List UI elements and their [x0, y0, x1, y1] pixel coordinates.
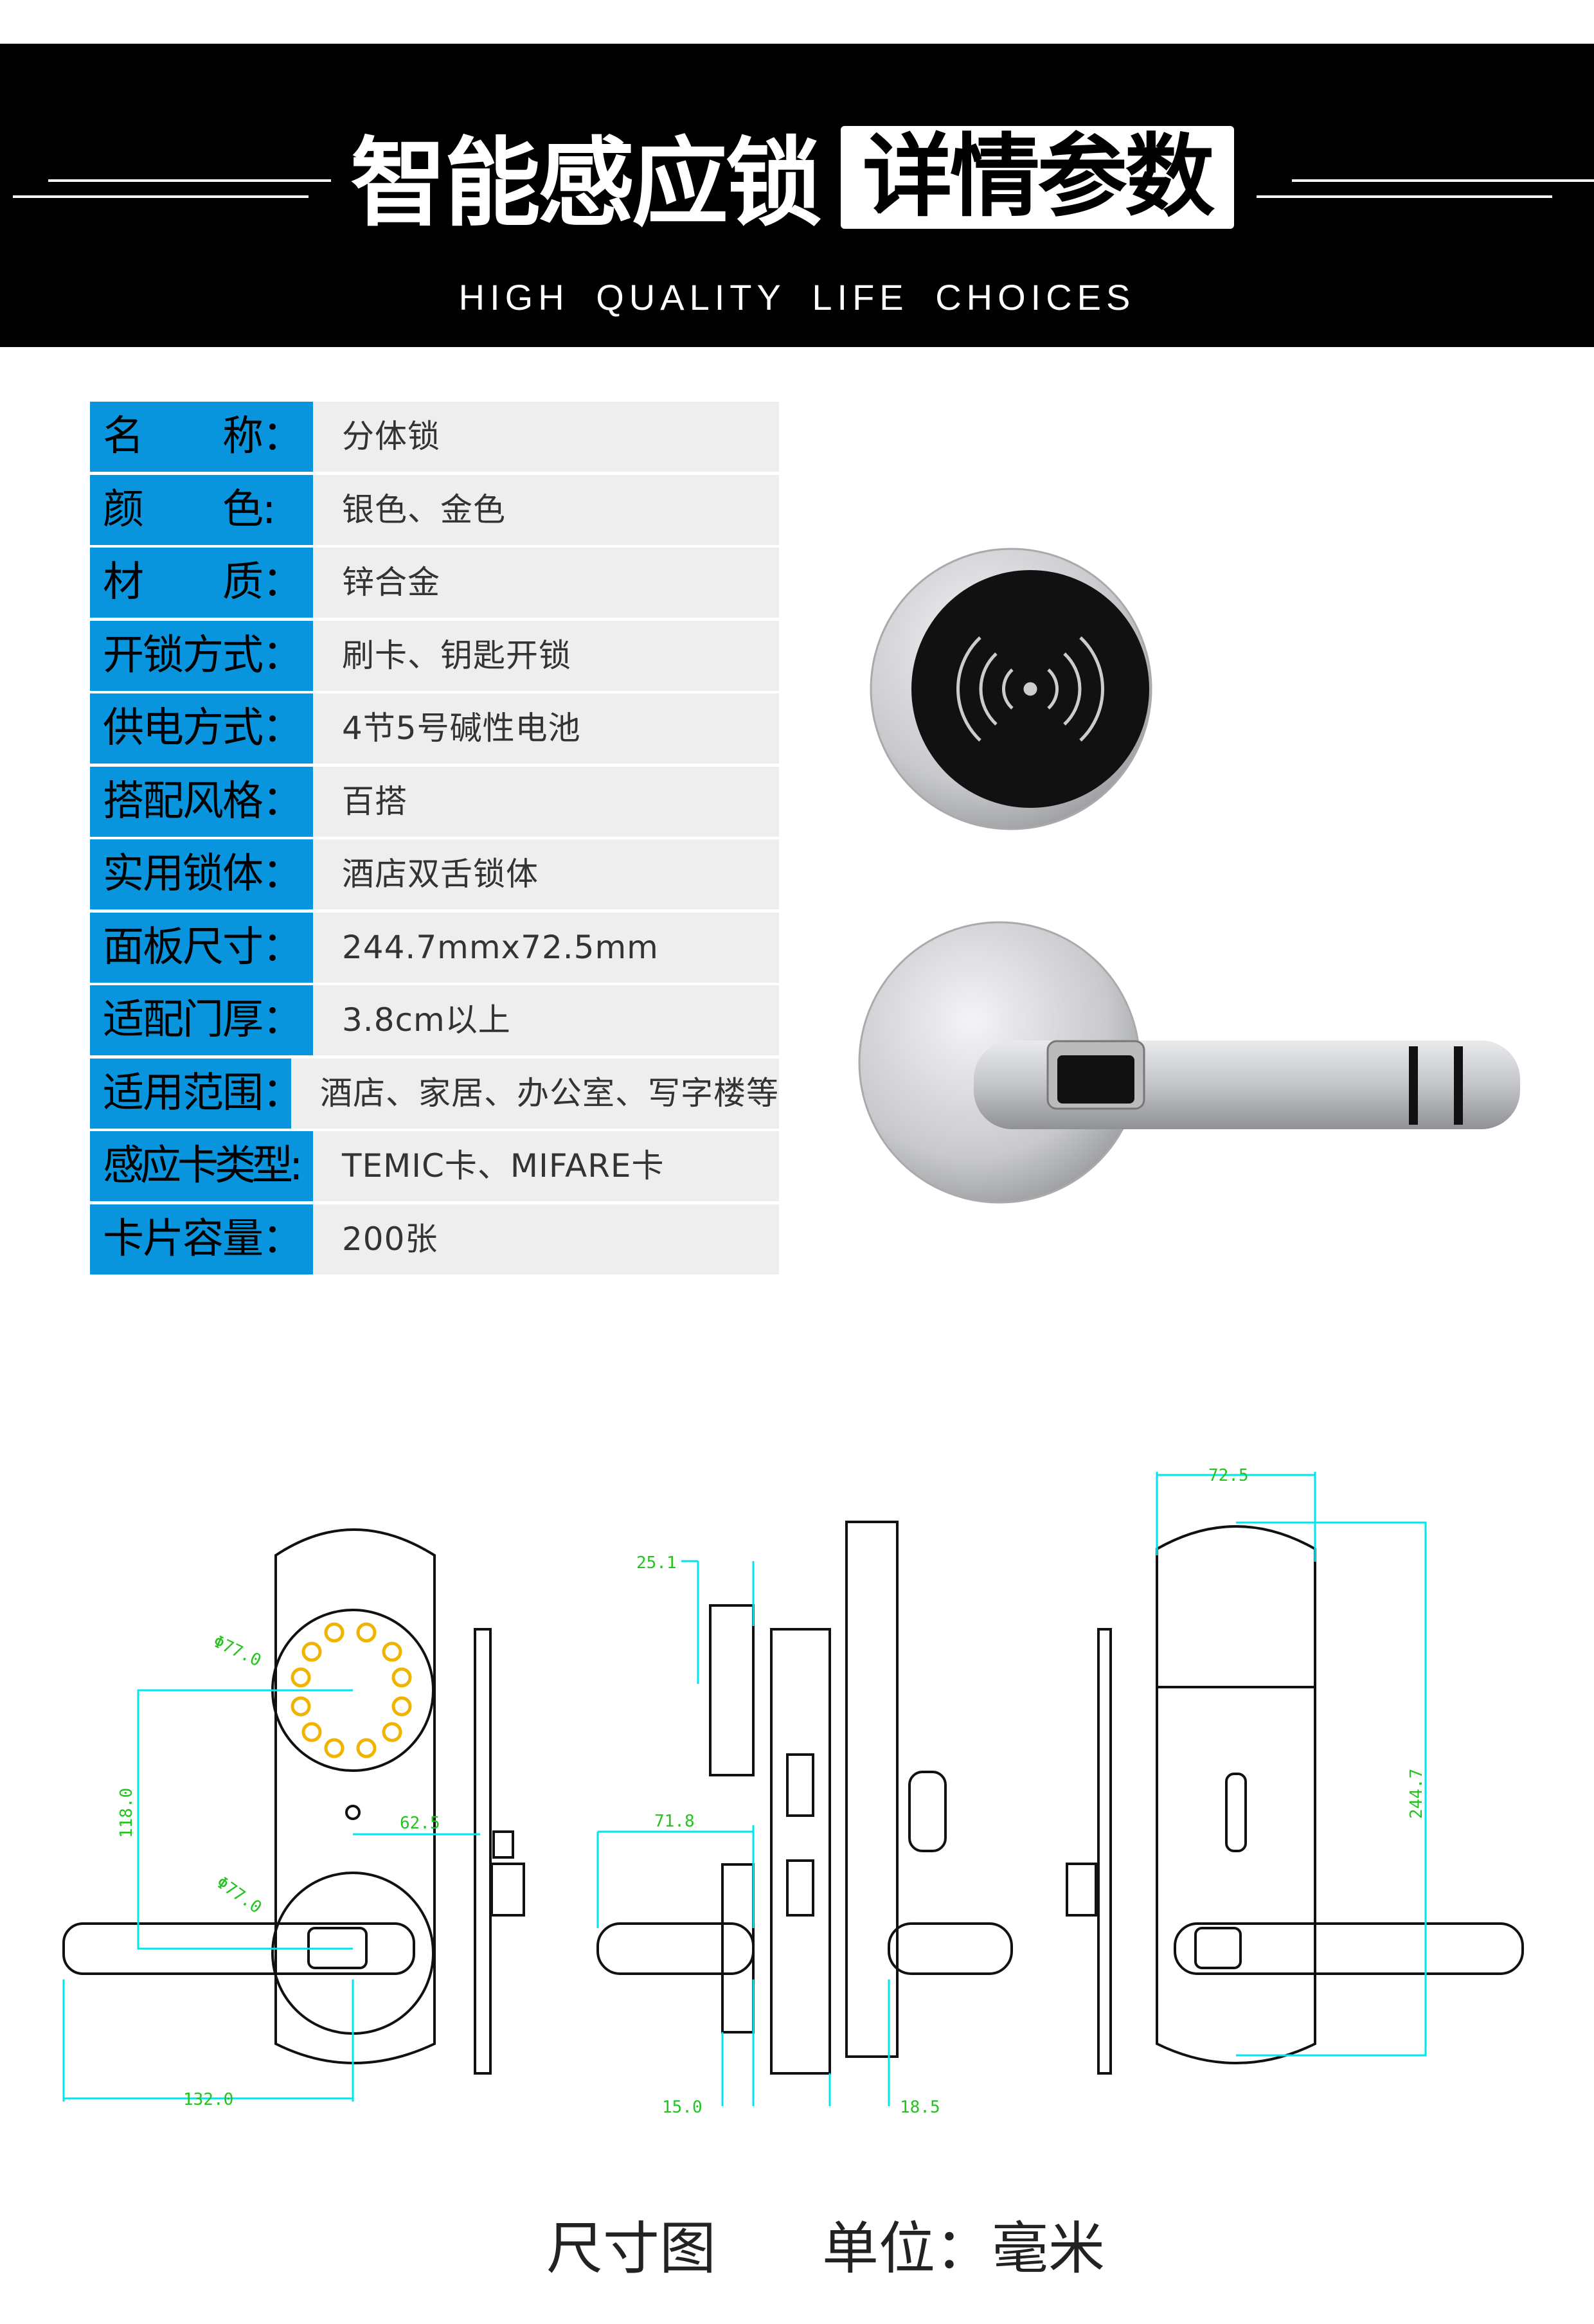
dim-backset: 62.5 — [400, 1814, 440, 1833]
spec-value: 酒店双舌锁体 — [313, 839, 779, 909]
header-banner: 智能感应锁 详情参数 HIGH QUALITY LIFE CHOICES — [0, 44, 1594, 347]
drawing-caption: 尺寸图 — [546, 2215, 717, 2282]
spec-row: 材 质：锌合金 — [90, 548, 779, 618]
page-title: 智能感应锁 — [350, 128, 822, 240]
dim-panel-height: 244.7 — [1407, 1769, 1426, 1819]
card-reader-image — [870, 548, 1152, 830]
spec-row: 卡片容量：200张 — [90, 1204, 779, 1274]
spec-row: 名 称：分体锁 — [90, 402, 779, 472]
keypad-rings — [291, 1622, 412, 1758]
spec-label: 适用范围： — [90, 1058, 291, 1129]
page-title-highlight: 详情参数 — [841, 126, 1234, 229]
spec-label: 开锁方式： — [90, 620, 313, 691]
dim-center-distance: 118.0 — [117, 1788, 136, 1838]
page-subtitle: HIGH QUALITY LIFE CHOICES — [458, 277, 1136, 317]
lever-handle-image — [858, 921, 1520, 1204]
spec-row: 感应卡类型:TEMIC卡、MIFARE卡 — [90, 1131, 779, 1201]
spec-table: 名 称：分体锁 颜 色:银色、金色 材 质：锌合金 开锁方式：刷卡、钥匙开锁 供… — [90, 402, 779, 1277]
spec-value: 百搭 — [313, 766, 779, 837]
dimension-drawing: Φ77.0 Φ77.0 118.0 132.0 62.5 25.1 71.8 1… — [62, 1466, 1524, 2117]
spec-label: 面板尺寸： — [90, 912, 313, 983]
spec-row: 面板尺寸：244.7mmx72.5mm — [90, 912, 779, 983]
dim-reader-diameter: Φ77.0 — [210, 1632, 264, 1670]
spec-row: 搭配风格：百搭 — [90, 766, 779, 837]
rfid-waves-icon — [956, 636, 1104, 742]
decor-line — [13, 195, 309, 198]
back-view-drawing — [1066, 1525, 1524, 2075]
decor-line — [1257, 195, 1552, 198]
dim-panel-width: 72.5 — [1208, 1466, 1249, 1485]
dim-faceplate-offset: 18.5 — [900, 2098, 940, 2117]
spec-label: 搭配风格： — [90, 766, 313, 837]
spec-value: 4节5号碱性电池 — [313, 693, 779, 764]
spec-value: 分体锁 — [313, 402, 779, 472]
spec-label: 颜 色: — [90, 474, 313, 545]
dim-rose-thickness: 15.0 — [662, 2098, 703, 2117]
dim-lever-projection: 71.8 — [654, 1812, 695, 1831]
side-view-drawing — [596, 1521, 1013, 2075]
dim-rose-diameter: Φ77.0 — [213, 1873, 265, 1917]
spec-label: 卡片容量： — [90, 1204, 313, 1274]
spec-value: 3.8cm以上 — [313, 985, 779, 1055]
spec-row: 供电方式：4节5号碱性电池 — [90, 693, 779, 764]
spec-row: 颜 色:银色、金色 — [90, 474, 779, 545]
decor-line — [48, 179, 331, 182]
spec-value: 200张 — [313, 1204, 779, 1274]
spec-row: 实用锁体：酒店双舌锁体 — [90, 839, 779, 909]
dim-lever-length: 132.0 — [183, 2090, 233, 2109]
dimension-lines — [62, 1472, 1427, 2106]
spec-row: 适配门厚：3.8cm以上 — [90, 985, 779, 1055]
spec-label: 适配门厚： — [90, 985, 313, 1055]
spec-row: 开锁方式：刷卡、钥匙开锁 — [90, 620, 779, 691]
spec-label: 供电方式： — [90, 693, 313, 764]
spec-label: 实用锁体： — [90, 839, 313, 909]
spec-value: 酒店、家居、办公室、写字楼等 — [291, 1058, 779, 1129]
dim-reader-depth: 25.1 — [636, 1553, 677, 1573]
unit-caption: 单位：毫米 — [822, 2215, 1106, 2282]
spec-row: 适用范围：酒店、家居、办公室、写字楼等 — [90, 1058, 779, 1129]
spec-value: 244.7mmx72.5mm — [313, 912, 779, 983]
product-photo — [858, 548, 1520, 1204]
spec-label: 名 称： — [90, 402, 313, 472]
spec-label: 感应卡类型: — [90, 1131, 313, 1201]
decor-line — [1292, 179, 1594, 182]
spec-value: TEMIC卡、MIFARE卡 — [313, 1131, 779, 1201]
spec-value: 银色、金色 — [313, 474, 779, 545]
spec-label: 材 质： — [90, 548, 313, 618]
spec-value: 刷卡、钥匙开锁 — [313, 620, 779, 691]
spec-value: 锌合金 — [313, 548, 779, 618]
